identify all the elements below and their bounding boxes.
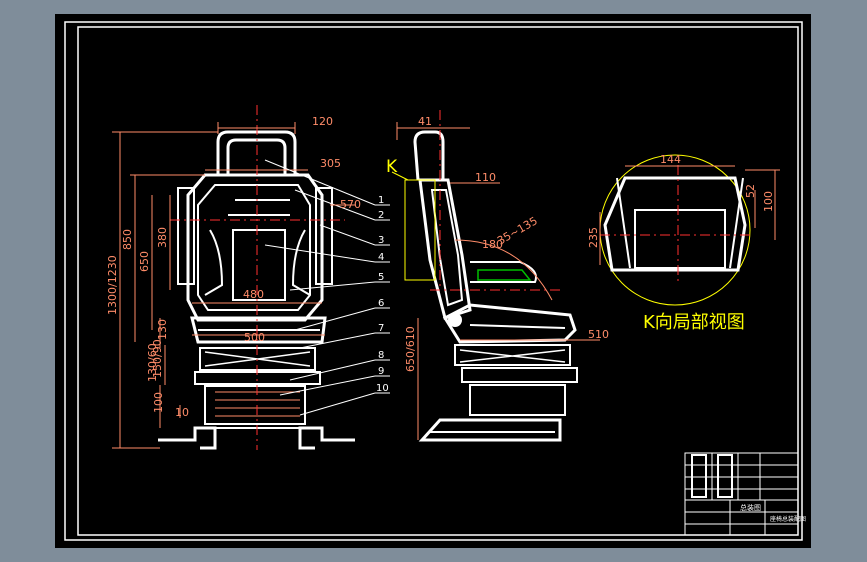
title-drawing-number: 座椅总装配图 [770, 515, 806, 523]
recline-pivot [448, 313, 462, 327]
view-k-arrow [391, 171, 409, 181]
part-number-1: 1 [378, 195, 384, 206]
part-number-3: 3 [378, 235, 384, 246]
view-k-box [404, 179, 436, 281]
part-number-5: 5 [378, 272, 384, 283]
detail-view-caption: K向局部视图 [643, 312, 745, 333]
inner-frame [77, 26, 799, 536]
dim-headrest-depth: 41 [418, 115, 432, 128]
dim-recline-angle: 180 [482, 238, 503, 251]
dim-seat-width: 500 [244, 331, 265, 344]
outer-frame [64, 21, 803, 541]
dim-overall-depth: 570 [340, 198, 361, 211]
recline-arc [454, 239, 553, 301]
detail-dim-52: 52 [744, 184, 757, 198]
drawing-sheet [55, 14, 811, 548]
armrest-hatch [477, 269, 532, 281]
side-dimension-lines [330, 122, 600, 440]
dim-lower-130: 130 [156, 319, 169, 340]
dim-back-width: 480 [243, 288, 264, 301]
part-number-8: 8 [378, 350, 384, 361]
dim-top-depth: 110 [475, 171, 496, 184]
dim-seat-depth: 510 [588, 328, 609, 341]
part-number-4: 4 [378, 252, 384, 263]
part-leaders [264, 159, 390, 416]
dim-headrest-width: 120 [312, 115, 333, 128]
part-number-2: 2 [378, 210, 384, 221]
detail-dim-height: 235 [587, 227, 600, 248]
front-dimension-texts: 120 305 480 500 1300/1230 850 650 380 13… [106, 115, 341, 419]
dim-back-height-inner: 650 [138, 251, 151, 272]
view-k-letter: K [386, 157, 398, 177]
part-number-9: 9 [378, 366, 384, 377]
detail-view: 144 235 52 100 K向局部视图 [587, 153, 780, 333]
dim-total-height: 1300/1230 [106, 255, 119, 315]
dim-base-10: 10 [175, 406, 189, 419]
front-dimension-lines [112, 122, 325, 449]
dim-back-height: 850 [121, 229, 134, 250]
dim-base-100: 100 [152, 392, 165, 413]
dim-seat-height: 650/610 [404, 326, 417, 372]
dim-lower-150-90: 150/90 [151, 339, 164, 378]
dim-upper-back-width: 305 [320, 157, 341, 170]
part-numbers: 1 2 3 4 5 6 7 8 9 10 [376, 195, 389, 394]
part-number-10: 10 [376, 383, 389, 394]
detail-dim-width: 144 [660, 153, 681, 166]
dim-side-height: 380 [156, 227, 169, 248]
title-drawing-name: 总装图 [740, 503, 761, 512]
detail-dim-100: 100 [762, 191, 775, 212]
part-number-7: 7 [378, 323, 384, 334]
dim-lower-130-60: 130/60 [146, 343, 159, 382]
title-block [684, 452, 799, 536]
part-number-6: 6 [378, 298, 384, 309]
